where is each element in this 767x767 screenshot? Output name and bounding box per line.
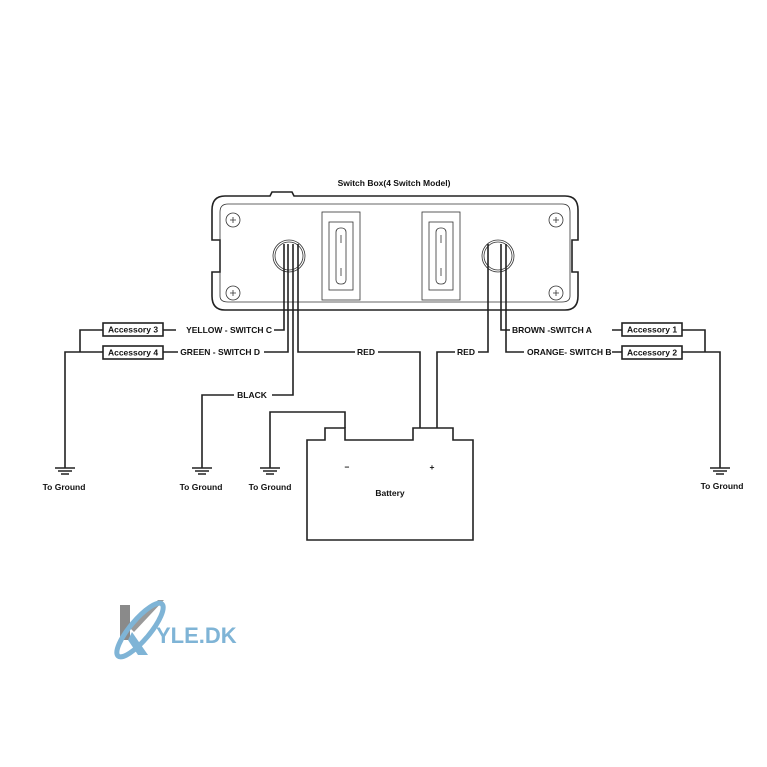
orange-wire <box>505 244 524 353</box>
yellow-wire-label: YELLOW - SWITCH C <box>186 325 272 335</box>
diagram-title: Switch Box(4 Switch Model) <box>338 178 451 188</box>
rocker-switch-left <box>321 211 361 301</box>
red-wire-right <box>436 244 489 428</box>
black-wire <box>201 244 294 468</box>
ground-icon <box>55 467 75 475</box>
right-ground-wire <box>682 329 721 468</box>
ground-label: To Ground <box>43 482 86 492</box>
positive-terminal: + <box>430 462 435 472</box>
accessory-4: Accessory 4 <box>102 345 164 360</box>
svg-text:YLE.DK: YLE.DK <box>156 623 237 648</box>
accessory-3: Accessory 3 <box>102 322 164 337</box>
svg-text:Accessory 1: Accessory 1 <box>627 325 677 335</box>
green-wire <box>264 244 289 353</box>
ground-label: To Ground <box>180 482 223 492</box>
rocker-switch-right <box>421 211 461 301</box>
ground-icon <box>710 467 730 475</box>
red-wire-left <box>297 244 421 428</box>
ground-icon <box>260 467 280 475</box>
red-wire-right-label: RED <box>457 347 475 357</box>
battery: − + Battery <box>306 427 474 541</box>
accessory-1: Accessory 1 <box>621 322 683 337</box>
battery-ground-wire <box>269 411 346 468</box>
switch-box <box>211 191 579 311</box>
screw-icon <box>225 212 241 228</box>
kyle-dk-logo: YLE.DK <box>114 600 237 660</box>
accessory-2: Accessory 2 <box>621 345 683 360</box>
ground-label: To Ground <box>701 481 744 491</box>
orange-wire-label: ORANGE- SWITCH B <box>527 347 612 357</box>
screw-icon <box>548 212 564 228</box>
left-ground-wire <box>64 329 103 468</box>
grommet-left <box>272 239 306 273</box>
screw-icon <box>225 285 241 301</box>
negative-terminal: − <box>345 462 350 472</box>
screw-icon <box>548 285 564 301</box>
brown-wire <box>500 244 510 331</box>
svg-text:Accessory 2: Accessory 2 <box>627 348 677 358</box>
red-wire-left-label: RED <box>357 347 375 357</box>
yellow-wire <box>274 244 285 331</box>
green-wire-label: GREEN - SWITCH D <box>180 347 260 357</box>
battery-label: Battery <box>375 488 405 498</box>
black-wire-label: BLACK <box>237 390 268 400</box>
ground-icon <box>192 467 212 475</box>
brown-wire-label: BROWN -SWITCH A <box>512 325 592 335</box>
ground-label: To Ground <box>249 482 292 492</box>
svg-text:Accessory 4: Accessory 4 <box>108 348 158 358</box>
grommet-right <box>481 239 515 273</box>
svg-text:Accessory 3: Accessory 3 <box>108 325 158 335</box>
